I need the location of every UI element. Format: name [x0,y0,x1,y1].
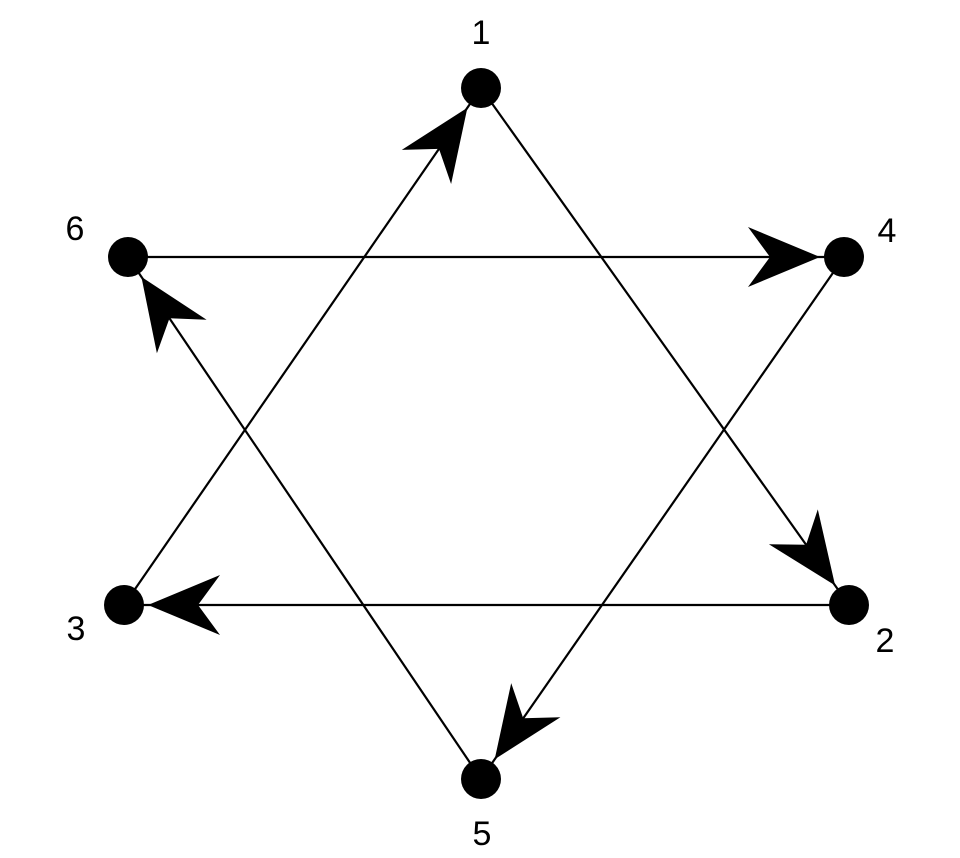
node-label-2: 2 [876,622,895,660]
edge-1-to-2 [480,87,850,606]
edge-5-to-6 [127,256,482,780]
edge-6-to-4 [128,227,844,287]
edge-4-to-5 [480,256,845,780]
edges-layer [123,87,850,780]
arrowhead-icon [494,683,561,760]
nodes-layer [104,68,869,799]
edge-line [480,256,845,780]
node-label-4: 4 [878,212,897,250]
edge-2-to-3 [124,575,849,635]
node-label-6: 6 [66,210,85,248]
node-label-1: 1 [472,14,491,52]
arrowhead-icon [401,107,468,184]
edge-line [127,256,482,780]
arrowhead-icon [141,276,207,354]
node-3 [104,585,144,625]
node-2 [829,585,869,625]
arrowhead-icon [748,227,820,287]
node-4 [824,237,864,277]
node-1 [461,68,501,108]
node-6 [108,237,148,277]
edge-3-to-1 [123,87,482,606]
node-label-5: 5 [473,815,492,853]
node-5 [461,759,501,799]
arrowhead-icon [148,575,220,635]
labels-layer: 1 2 3 4 5 6 [66,14,897,853]
arrowhead-icon [768,509,836,586]
edge-line [480,87,850,606]
node-label-3: 3 [67,610,86,648]
edge-line [123,87,482,606]
